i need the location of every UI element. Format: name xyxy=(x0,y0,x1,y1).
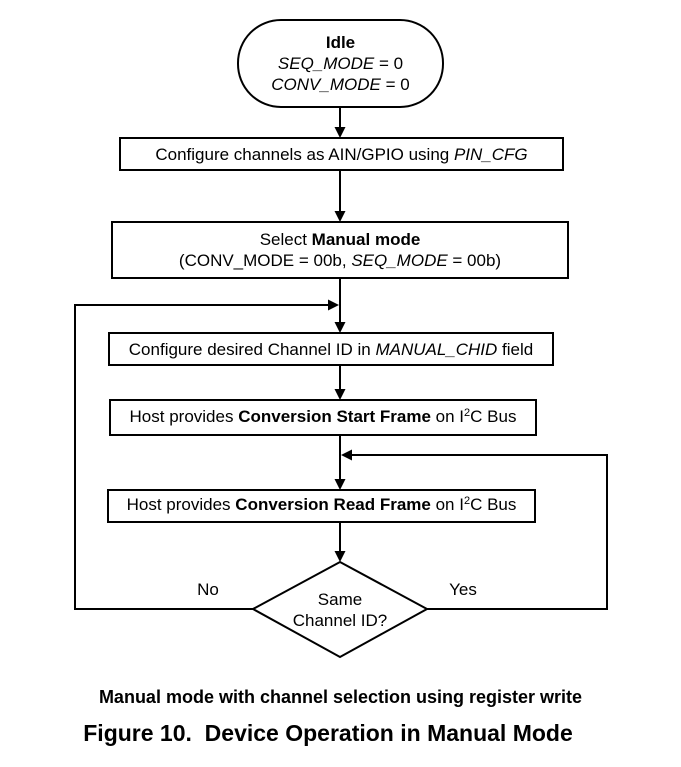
idle-title: Idle xyxy=(325,33,356,52)
branch-label-yes: Yes xyxy=(449,580,477,599)
conversion-read-frame-line: Host provides Conversion Read Frame on I… xyxy=(127,494,517,518)
idle-seq-mode-line: SEQ_MODE = 0 xyxy=(278,53,403,74)
field-text: field xyxy=(497,339,534,359)
loop-yes-path xyxy=(352,454,608,610)
seq-mode-setting-text: = 00b) xyxy=(447,251,502,270)
figure-title: Figure 10. Device Operation in Manual Mo… xyxy=(83,720,573,746)
decision-same-channel: Same Channel ID? xyxy=(253,562,427,657)
conversion-start-frame-text: Conversion Start Frame xyxy=(238,406,431,426)
seq-mode-register: SEQ_MODE xyxy=(351,251,448,270)
manual-mode-text: Manual mode xyxy=(311,230,421,249)
c-bus-text: C Bus xyxy=(470,406,517,426)
branch-label-no: No xyxy=(197,580,219,599)
seq-mode-value: = 0 xyxy=(374,54,404,73)
loop-no-path xyxy=(74,304,329,610)
on-i-text: on I xyxy=(430,495,464,514)
conv-mode-setting-text: (CONV_MODE = 00b, xyxy=(178,251,352,270)
decision-same-channel-shape xyxy=(250,560,430,659)
select-manual-mode-line1: Select Manual mode xyxy=(260,229,421,250)
conv-mode-register: CONV_MODE xyxy=(271,75,381,94)
process-select-manual-mode: Select Manual mode (CONV_MODE = 00b, SEQ… xyxy=(112,222,568,278)
seq-mode-register: SEQ_MODE xyxy=(277,54,375,73)
arrow-down-icon xyxy=(334,211,346,222)
arrow-down-icon xyxy=(334,551,346,562)
i2c-superscript: 2 xyxy=(463,495,471,507)
arrow-down-icon xyxy=(334,127,346,138)
process-conversion-read-frame: Host provides Conversion Read Frame on I… xyxy=(108,490,535,522)
arrow-right-icon xyxy=(328,299,339,311)
i2c-superscript: 2 xyxy=(464,406,471,419)
decision-line2: Channel ID? xyxy=(292,610,388,630)
terminator-idle: Idle SEQ_MODE = 0 CONV_MODE = 0 xyxy=(238,20,443,107)
arrow-down-icon xyxy=(334,322,346,333)
configure-channel-id-text: Configure desired Channel ID in xyxy=(128,339,376,359)
arrow-down-icon xyxy=(334,479,346,490)
process-configure-channels-shape xyxy=(119,137,564,171)
process-conversion-read-frame-shape xyxy=(107,489,536,523)
figure-caption: Manual mode with channel selection using… xyxy=(98,687,583,707)
process-conversion-start-frame: Host provides Conversion Start Frame on … xyxy=(110,400,536,435)
process-configure-channel-id-shape xyxy=(108,332,554,366)
select-manual-mode-line2: (CONV_MODE = 00b, SEQ_MODE = 00b) xyxy=(179,250,501,271)
host-provides-text: Host provides xyxy=(126,495,236,514)
on-i-text: on I xyxy=(430,406,465,426)
conversion-start-frame-line: Host provides Conversion Start Frame on … xyxy=(130,406,517,430)
configure-channels-line: Configure channels as AIN/GPIO using PIN… xyxy=(155,144,527,165)
select-text: Select xyxy=(259,230,312,249)
c-bus-text: C Bus xyxy=(470,495,517,514)
configure-channel-id-line: Configure desired Channel ID in MANUAL_C… xyxy=(129,339,533,360)
manual-chid-register: MANUAL_CHID xyxy=(375,339,498,359)
conv-mode-value: = 0 xyxy=(380,75,410,94)
configure-channels-text: Configure channels as AIN/GPIO using xyxy=(155,144,454,164)
host-provides-text: Host provides xyxy=(129,406,239,426)
pin-cfg-register: PIN_CFG xyxy=(453,144,528,164)
arrow-down-icon xyxy=(334,389,346,400)
process-conversion-start-frame-shape xyxy=(109,399,537,436)
idle-conv-mode-line: CONV_MODE = 0 xyxy=(271,74,409,95)
decision-line1: Same xyxy=(317,589,363,609)
process-configure-channels: Configure channels as AIN/GPIO using PIN… xyxy=(120,138,563,170)
conversion-read-frame-text: Conversion Read Frame xyxy=(235,495,431,514)
process-configure-channel-id: Configure desired Channel ID in MANUAL_C… xyxy=(109,333,553,365)
arrow-left-icon xyxy=(341,449,352,461)
